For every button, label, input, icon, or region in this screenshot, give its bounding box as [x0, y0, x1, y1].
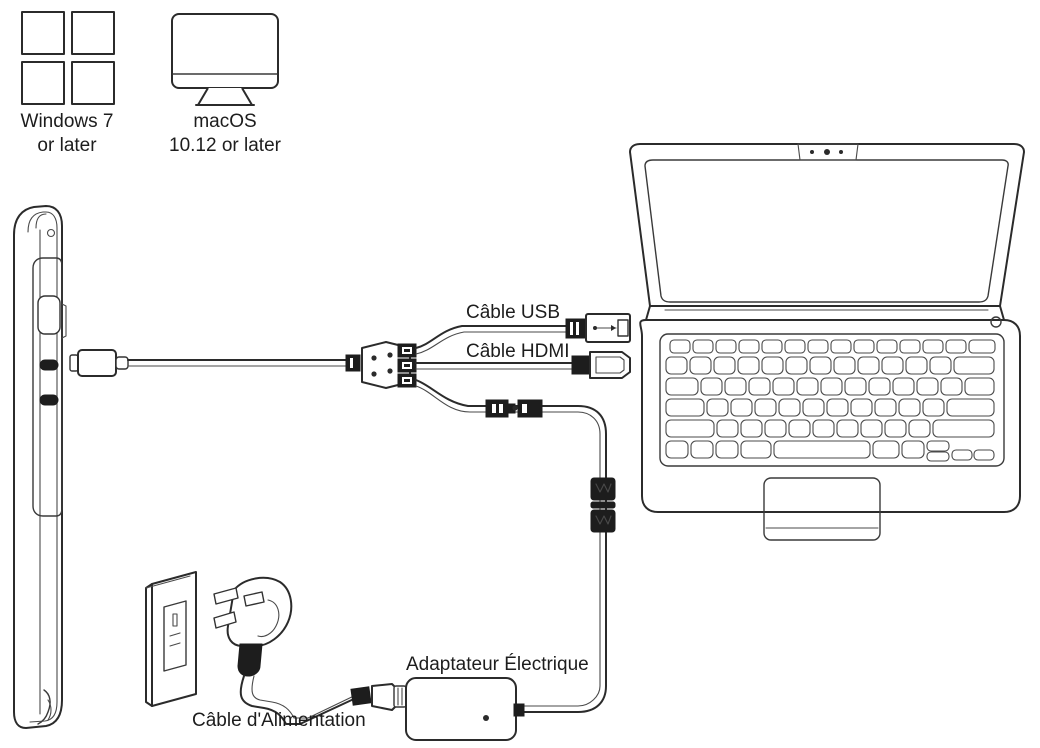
macos-requirement-group: macOS 10.12 or later [169, 13, 282, 156]
uk-plug-icon [213, 576, 293, 677]
label-power-adapter: Adaptateur Électrique [406, 654, 589, 675]
wall-socket-icon [145, 571, 197, 707]
windows-requirement-group: Windows 7 or later [21, 11, 115, 156]
hdmi-connector [571, 351, 631, 379]
windows-label-line1: Windows 7 [21, 111, 114, 132]
pen-display-tablet-icon [13, 205, 67, 729]
vertical-coupler [590, 477, 616, 533]
label-cable-hdmi: Câble HDMI [466, 341, 569, 362]
iec-plug-connector [350, 683, 407, 711]
usb-branch-cable [415, 325, 567, 355]
windows-logo-icon [21, 11, 115, 105]
macos-monitor-icon [171, 13, 279, 106]
inline-coupler-horizontal [485, 399, 543, 418]
usb-c-tablet-connector [69, 349, 129, 377]
usb-a-connector [565, 313, 631, 343]
hub-output-block-hdmi [397, 358, 417, 373]
power-brick-icon [405, 677, 525, 741]
label-power-cable: Câble d'Alimentation [192, 710, 366, 731]
laptop-icon [629, 143, 1025, 541]
macos-label-line1: macOS [193, 111, 256, 132]
windows-label-line2: or later [37, 135, 97, 156]
hub-input-ferrule [345, 354, 361, 372]
main-usb-c-cable [127, 359, 347, 367]
macos-label-line2: 10.12 or later [169, 135, 282, 156]
splitter-hub-icon [361, 341, 417, 389]
laptop-keyboard-keys [665, 339, 996, 462]
power-branch-cable [415, 379, 607, 713]
hub-output-block-power [397, 373, 417, 388]
hub-output-block-usb [397, 343, 417, 358]
hdmi-branch-cable [415, 362, 573, 370]
power-cord-cable [239, 675, 359, 725]
label-cable-usb: Câble USB [466, 302, 560, 323]
